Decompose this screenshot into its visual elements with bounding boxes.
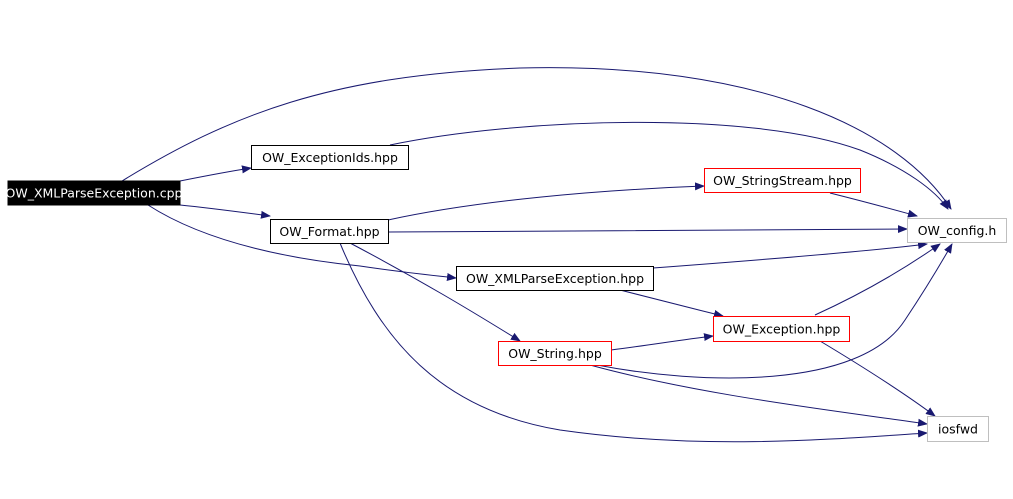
edge-string-to-iosfwd <box>589 364 928 427</box>
node-label-format: OW_Format.hpp <box>279 224 379 239</box>
node-label-exception: OW_Exception.hpp <box>723 322 841 337</box>
node-label-exids: OW_ExceptionIds.hpp <box>262 150 398 165</box>
edge-string-to-config <box>596 243 953 379</box>
node-exception[interactable]: OW_Exception.hpp <box>713 316 850 342</box>
node-label-xmlpe: OW_XMLParseException.hpp <box>466 271 644 286</box>
edge-sstream-to-config <box>829 192 918 218</box>
edge-xmlpe-to-exception <box>619 289 724 318</box>
edge-root-to-exids <box>179 165 252 182</box>
node-label-sstream: OW_StringStream.hpp <box>713 173 852 188</box>
edge-exids-to-config <box>389 121 949 210</box>
edge-root-to-config <box>121 67 952 210</box>
edge-format-to-config <box>387 225 908 234</box>
edge-string-to-exception <box>610 333 714 351</box>
edge-root-to-format <box>179 204 271 219</box>
edge-exception-to-config <box>814 243 941 316</box>
edge-xmlpe-to-config <box>652 241 928 269</box>
node-label-root: OW_XMLParseException.cpp <box>6 186 183 201</box>
node-exids[interactable]: OW_ExceptionIds.hpp <box>251 145 409 170</box>
node-label-config: OW_config.h <box>918 223 997 238</box>
node-xmlpe[interactable]: OW_XMLParseException.hpp <box>456 266 654 291</box>
node-root[interactable]: OW_XMLParseException.cpp <box>6 180 183 206</box>
edge-root-to-xmlpe <box>147 204 457 281</box>
node-iosfwd[interactable]: iosfwd <box>927 416 989 442</box>
node-label-string: OW_String.hpp <box>508 346 602 361</box>
edges-layer <box>121 67 953 443</box>
node-label-iosfwd: iosfwd <box>938 422 978 437</box>
edge-format-to-string <box>349 242 521 342</box>
node-string[interactable]: OW_String.hpp <box>498 341 612 366</box>
node-sstream[interactable]: OW_StringStream.hpp <box>704 168 861 193</box>
node-format[interactable]: OW_Format.hpp <box>270 219 389 244</box>
node-config[interactable]: OW_config.h <box>907 218 1007 243</box>
edge-format-to-sstream <box>387 182 705 221</box>
edge-exception-to-iosfwd <box>819 340 936 417</box>
edge-format-to-iosfwd <box>339 242 928 443</box>
